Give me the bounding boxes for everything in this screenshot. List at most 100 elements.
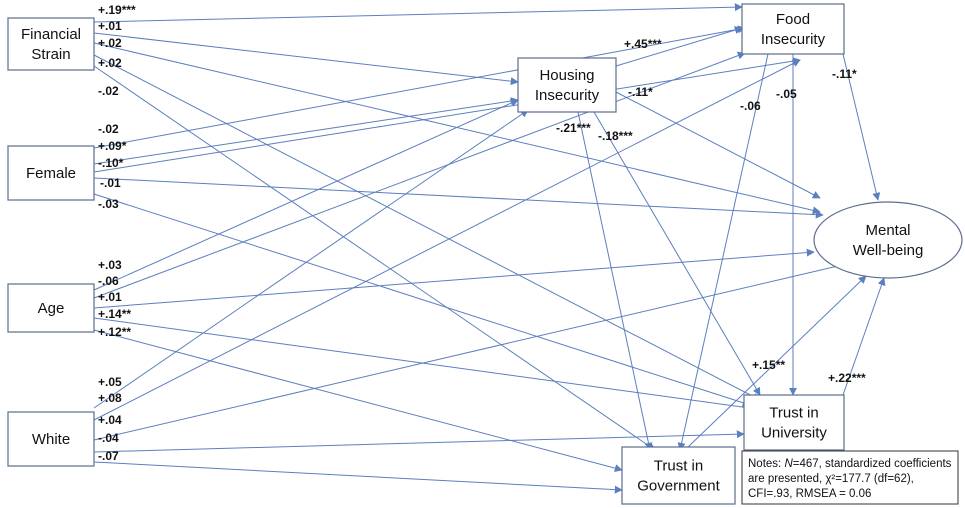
path-arrow bbox=[93, 317, 765, 413]
path-arrow bbox=[93, 51, 746, 299]
path-arrow bbox=[93, 59, 801, 421]
path-arrow bbox=[842, 277, 886, 396]
node-university: Trust in University bbox=[743, 394, 845, 451]
path-arrow bbox=[93, 65, 656, 451]
path-arrow bbox=[687, 275, 867, 448]
node-label-line: White bbox=[32, 431, 70, 448]
node-label-line: Mental bbox=[865, 222, 910, 239]
path-coefficients: +.19***+.01+.02+.02-.02-.02+.09*-.10*-.0… bbox=[98, 3, 866, 463]
node-label-line: Insecurity bbox=[535, 87, 600, 104]
path-white-to-food bbox=[93, 59, 801, 421]
path-coefficient: +.08 bbox=[98, 391, 122, 405]
path-arrow bbox=[93, 248, 815, 309]
path-coefficient: -.05 bbox=[776, 87, 797, 101]
path-coefficient: +.14** bbox=[98, 307, 131, 321]
path-arrow bbox=[93, 193, 751, 407]
path-arrows bbox=[93, 3, 886, 494]
path-arrow bbox=[593, 111, 761, 396]
path-coefficient: +.45*** bbox=[624, 37, 662, 51]
path-coefficient: -.07 bbox=[98, 449, 119, 463]
path-arrow bbox=[93, 430, 745, 453]
node-label-line: Housing bbox=[539, 67, 594, 84]
path-coefficient: -.02 bbox=[98, 84, 119, 98]
path-coefficient: -.04 bbox=[98, 431, 119, 445]
path-female-to-mental bbox=[93, 57, 801, 173]
node-label-line: Female bbox=[26, 165, 76, 182]
node-box bbox=[517, 57, 617, 113]
path-food-to-government bbox=[677, 53, 769, 451]
node-label-line: Well-being bbox=[853, 242, 924, 259]
node-box bbox=[621, 446, 736, 505]
node-label-line: Food bbox=[776, 11, 810, 28]
path-coefficient: -.21*** bbox=[556, 121, 591, 135]
path-government-to-mental bbox=[687, 275, 867, 448]
path-coefficient: -.02 bbox=[98, 122, 119, 136]
path-age-to-university bbox=[93, 317, 765, 413]
path-coefficient: +.02 bbox=[98, 36, 122, 50]
path-age-to-housing bbox=[93, 99, 519, 291]
path-arrow bbox=[93, 461, 623, 494]
path-coefficient: -.18*** bbox=[598, 129, 633, 143]
path-arrow bbox=[93, 259, 856, 441]
path-coefficient: -.10* bbox=[98, 156, 124, 170]
path-financial-strain-to-university bbox=[93, 54, 761, 401]
path-financial-strain-to-government bbox=[93, 65, 656, 451]
node-box bbox=[7, 411, 95, 467]
node-label-line: Trust in bbox=[654, 458, 703, 475]
path-female-to-food bbox=[93, 25, 746, 149]
node-label-line: Strain bbox=[31, 46, 70, 63]
node-box bbox=[741, 3, 845, 55]
path-arrow bbox=[93, 54, 761, 401]
path-female-to-housing bbox=[93, 97, 519, 165]
node-age: Age bbox=[7, 283, 95, 333]
notes-line-2: are presented, χ²=177.7 (df=62), bbox=[748, 473, 914, 485]
path-coefficient: +.15** bbox=[752, 358, 785, 372]
path-arrow bbox=[93, 97, 519, 165]
path-housing-to-mental bbox=[615, 91, 821, 199]
path-coefficient: -.06 bbox=[740, 99, 761, 113]
path-arrow bbox=[842, 53, 881, 201]
path-white-to-mental bbox=[93, 259, 856, 441]
path-financial-strain-to-food bbox=[93, 3, 743, 23]
path-arrow bbox=[615, 26, 743, 67]
path-food-to-mental bbox=[842, 53, 881, 201]
path-coefficient: +.12** bbox=[98, 325, 131, 339]
notes-box: Notes: N=467, standardized coefficients … bbox=[741, 450, 959, 505]
path-arrow bbox=[93, 32, 519, 86]
path-coefficient: +.09* bbox=[98, 139, 127, 153]
path-coefficient: +.05 bbox=[98, 375, 122, 389]
path-arrow bbox=[93, 99, 519, 291]
path-female-to-government bbox=[93, 193, 751, 407]
node-female: Female bbox=[7, 145, 95, 201]
path-age-to-mental bbox=[93, 248, 815, 309]
path-coefficient: +.02 bbox=[98, 56, 122, 70]
node-box bbox=[7, 145, 95, 201]
node-label-line: Trust in bbox=[769, 405, 818, 422]
path-housing-to-food bbox=[615, 26, 743, 67]
path-coefficient: +.22*** bbox=[828, 371, 866, 385]
path-arrow bbox=[93, 109, 529, 409]
node-label-line: University bbox=[761, 425, 827, 442]
path-female-to-university bbox=[93, 177, 824, 219]
notes-line-3: CFI=.93, RMSEA = 0.06 bbox=[748, 488, 871, 500]
node-label-line: Financial bbox=[21, 26, 81, 43]
path-arrow bbox=[615, 91, 821, 199]
path-housing-to-government bbox=[577, 111, 653, 451]
path-coefficient: -.11* bbox=[628, 85, 653, 99]
node-white: White bbox=[7, 411, 95, 467]
node-box bbox=[7, 17, 95, 71]
path-arrow bbox=[93, 329, 623, 473]
node-label-line: Government bbox=[637, 478, 720, 495]
path-arrow bbox=[577, 111, 653, 451]
path-arrow bbox=[93, 25, 746, 149]
path-white-to-university bbox=[93, 430, 745, 453]
path-arrow bbox=[93, 57, 801, 173]
path-coefficient: +.01 bbox=[98, 19, 122, 33]
node-government: Trust in Government bbox=[621, 446, 736, 505]
